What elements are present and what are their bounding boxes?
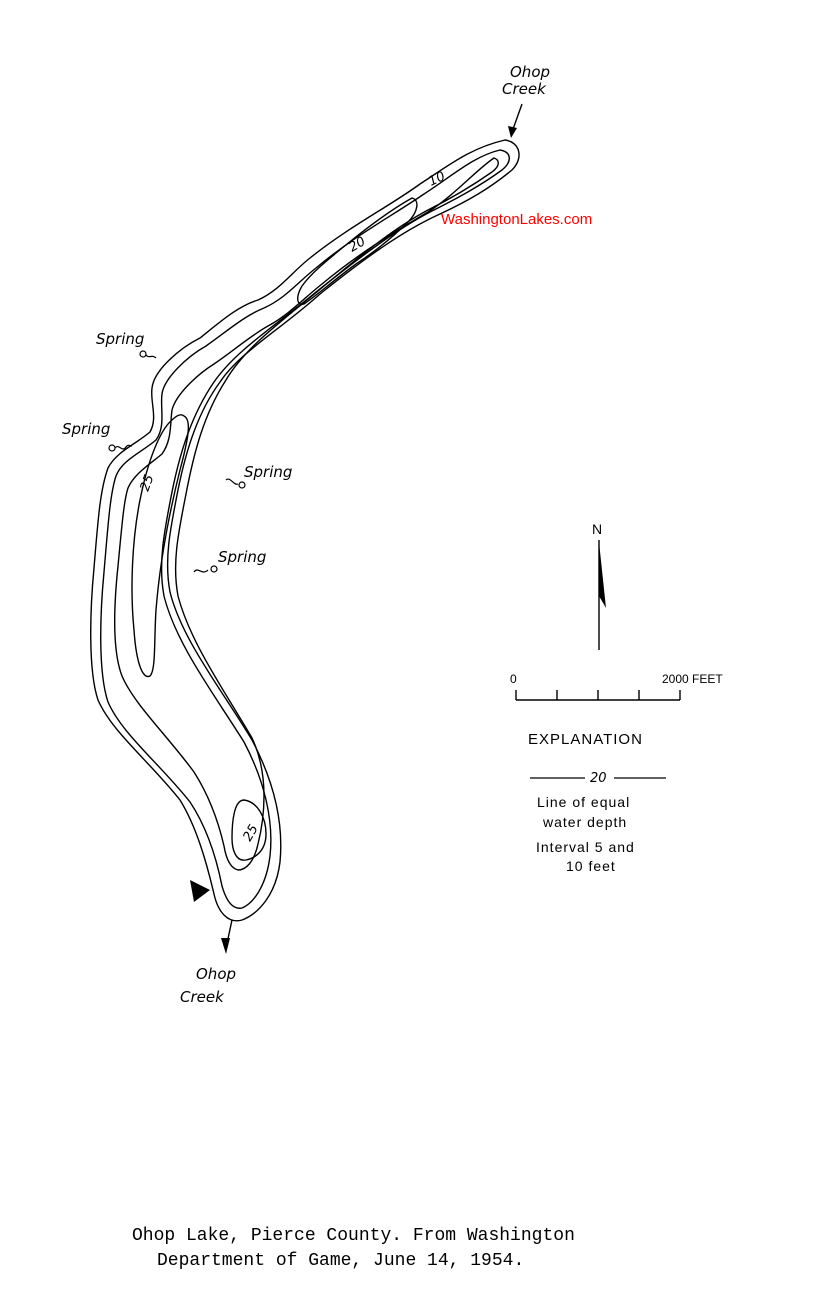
outflow-arrow-icon [221,919,233,954]
inflow-arrow-icon [508,103,523,138]
contour-25-north [131,414,190,678]
creek-south-label-line1: Ohop [196,965,236,983]
contour-20 [297,197,418,305]
spring-label-4: Spring [218,548,266,566]
depth-label-25-south: 25 [240,822,261,844]
spring-icon [225,478,246,489]
spring-icon [139,350,157,359]
spring-label-2: Spring [62,420,110,438]
legend-line2: water depth [542,814,627,830]
creek-north-label-line1: Ohop [510,63,550,81]
spring-icon [108,444,133,452]
north-arrow-label: N [592,521,602,537]
creek-north-label-line2: Creek [502,80,547,98]
spring-label-3: Spring [244,463,292,481]
contour-5 [100,149,510,909]
scale-end-label: 2000 FEET [662,672,723,686]
explanation-heading: EXPLANATION [528,731,643,748]
shoreline [90,139,520,922]
depth-label-25-north: 25 [138,473,158,494]
outlet-marker-icon [190,880,210,902]
spring-label-1: Spring [96,330,144,348]
watermark-text: WashingtonLakes.com [441,211,592,228]
legend-line3: Interval 5 and [536,839,635,855]
caption-line1: Ohop Lake, Pierce County. From Washingto… [132,1226,575,1246]
contour-10 [114,157,499,871]
creek-south-label-line2: Creek [180,988,225,1006]
scale-bar [515,690,681,701]
legend-sample-value: 20 [590,771,607,786]
caption-line2: Department of Game, June 14, 1954. [157,1251,524,1271]
spring-icon [193,565,218,573]
depth-label-10: 10 [426,169,447,190]
scale-start-label: 0 [510,672,517,686]
depth-label-20: 20 [347,234,369,255]
contour-25-south [231,799,267,861]
north-arrow-icon [598,540,606,650]
legend-line1: Line of equal [537,794,630,810]
legend-line4: 10 feet [566,858,616,874]
